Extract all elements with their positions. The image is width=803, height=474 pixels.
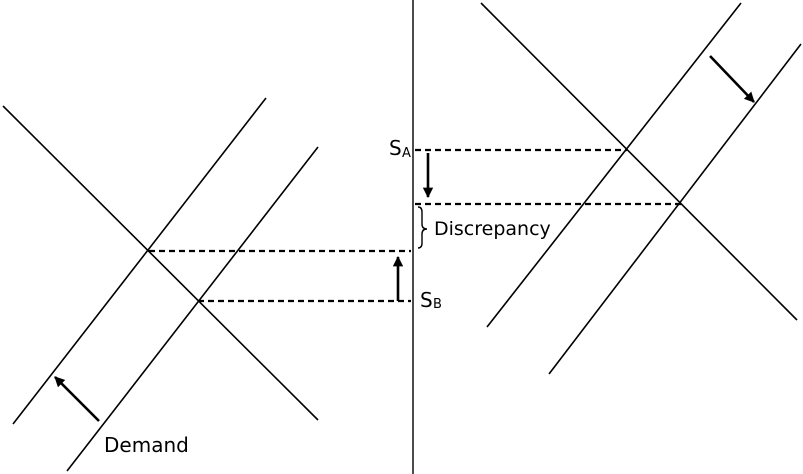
s-a-sub: A (402, 146, 411, 161)
s-b-sub: B (433, 297, 442, 312)
left-demand-curve-shifted (66, 146, 319, 472)
discrepancy-label: Discrepancy (434, 218, 551, 240)
left-downward-curve (2, 105, 319, 421)
s-a-main: S (389, 136, 402, 160)
s-b-main: S (420, 288, 433, 312)
s-a-label: S A (389, 136, 411, 161)
right-supply-curve-shifted (548, 43, 802, 375)
demand-shift-arrow (54, 376, 100, 422)
left-demand-curve-original (12, 97, 267, 425)
s-b-label: S B (420, 288, 442, 312)
right-supply-curve-original (486, 2, 742, 328)
supply-shift-arrow (709, 55, 755, 103)
demand-label: Demand (104, 433, 189, 457)
right-downward-curve (480, 2, 798, 321)
discrepancy-brace (417, 206, 428, 249)
